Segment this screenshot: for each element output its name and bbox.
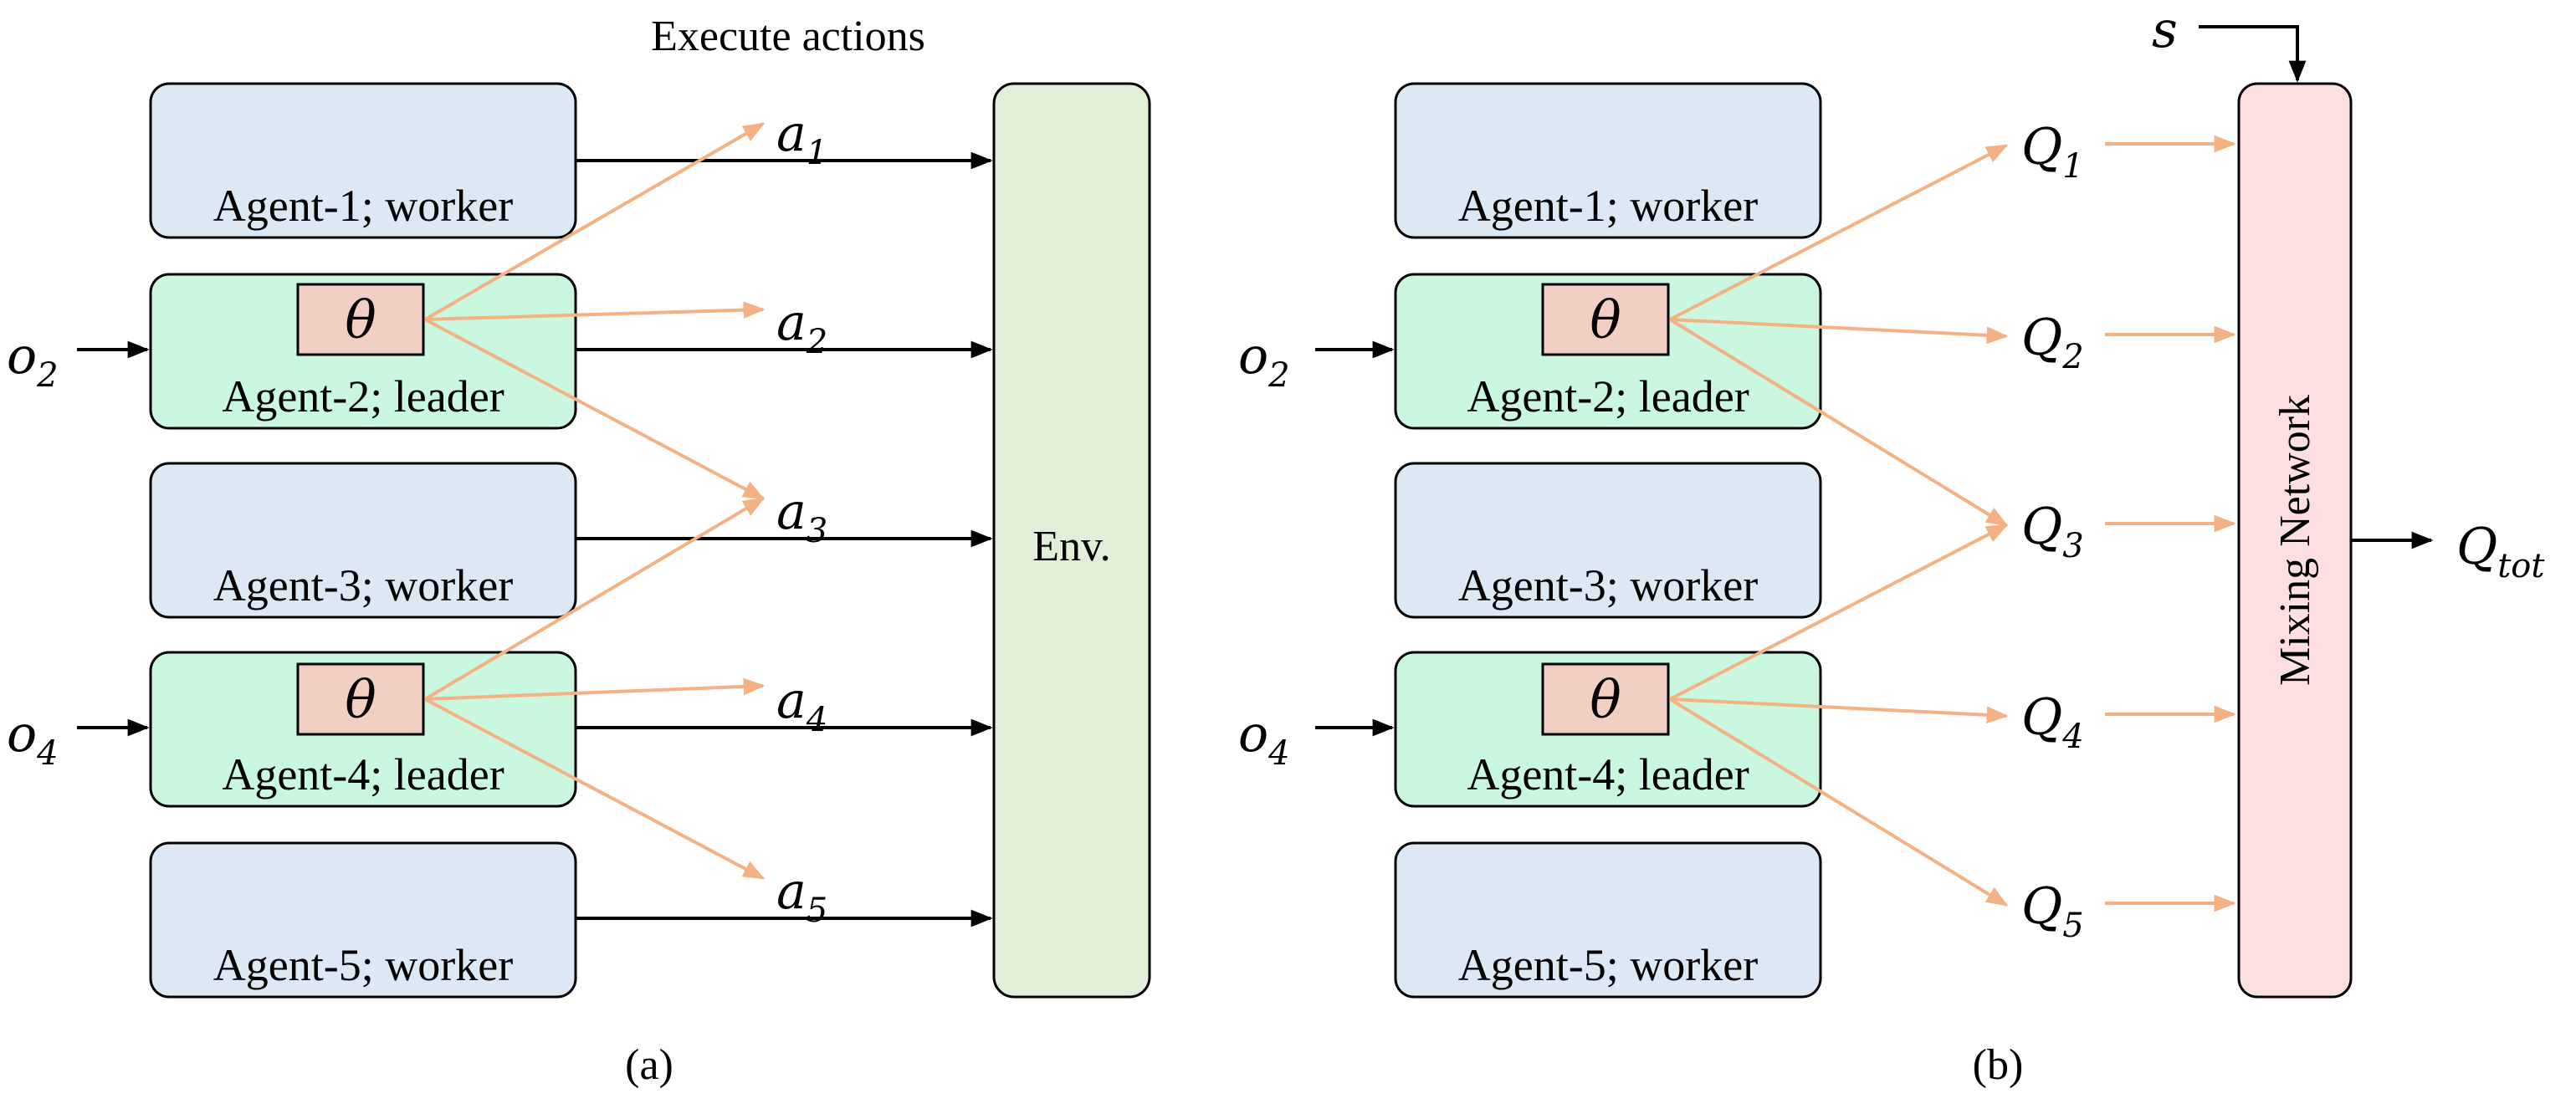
action-a5: a5	[776, 862, 827, 930]
theta-symbol: θ	[1590, 289, 1621, 350]
action-labels: a1 a2 a3 a4 a5	[776, 105, 827, 930]
q-labels: Q1 Q2 Q3 Q4 Q5	[2021, 118, 2084, 945]
agent-label: Agent-4; leader	[1467, 749, 1749, 800]
q-value-4: Q4	[2021, 688, 2084, 756]
q-value-1: Q1	[2021, 118, 2084, 186]
agent-box-3: Agent-3; worker	[149, 462, 577, 619]
state-symbol: s	[2152, 1, 2178, 59]
panel-a-caption: (a)	[625, 1041, 673, 1089]
action-a2: a2	[776, 294, 827, 361]
svg-text:o2: o2	[7, 327, 59, 395]
state-input: s	[2152, 1, 2307, 83]
agent-label: Agent-5; worker	[1458, 940, 1758, 990]
agent-box-1: Agent-1; worker	[1394, 82, 1822, 239]
agent-box-3: Agent-3; worker	[1394, 462, 1822, 619]
agent-label: Agent-2; leader	[1467, 371, 1749, 422]
theta-symbol: θ	[1590, 669, 1621, 730]
theta-symbol: θ	[345, 669, 376, 730]
panel-b-caption: (b)	[1973, 1041, 2024, 1089]
panel-a: Execute actions Agent-1; worker Agent-2;…	[7, 13, 1151, 1089]
agent-label: Agent-3; worker	[1458, 560, 1758, 611]
agent-label: Agent-3; worker	[213, 560, 513, 611]
agent-box-5: Agent-5; worker	[149, 841, 577, 999]
observation-o4: o4	[7, 705, 150, 773]
action-arrows	[576, 151, 993, 927]
action-a4: a4	[776, 672, 827, 739]
svg-text:o2: o2	[1238, 327, 1290, 395]
policy-arrows	[423, 122, 766, 880]
panel-b: Agent-1; worker Agent-2; leader Agent-3;…	[1238, 1, 2545, 1089]
panel-a-heading: Execute actions	[651, 13, 925, 60]
observation-o2: o2	[1238, 327, 1395, 395]
env-label: Env.	[1032, 523, 1110, 570]
observation-o2: o2	[7, 327, 150, 395]
theta-symbol: θ	[345, 289, 376, 350]
agent-label: Agent-1; worker	[1458, 181, 1758, 231]
q-value-3: Q3	[2021, 498, 2084, 565]
action-a1: a1	[776, 105, 827, 172]
output-q-tot: Qtot	[2351, 518, 2545, 585]
q-value-2: Q2	[2021, 309, 2084, 376]
mixer-label: Mixing Network	[2271, 395, 2319, 686]
svg-text:o4: o4	[7, 705, 59, 773]
agent-box-5: Agent-5; worker	[1394, 841, 1822, 999]
theta-box-agent-2: θ	[1541, 283, 1670, 356]
q-value-5: Q5	[2021, 877, 2084, 945]
mixing-network-block: Mixing Network	[2237, 82, 2353, 999]
action-a3: a3	[776, 483, 827, 550]
q-tot-label: Qtot	[2456, 518, 2545, 585]
agent-label: Agent-5; worker	[213, 940, 513, 990]
svg-text:o4: o4	[1238, 705, 1290, 773]
agent-box-1: Agent-1; worker	[149, 82, 577, 239]
agent-label: Agent-1; worker	[213, 181, 513, 231]
env-block: Env.	[992, 82, 1151, 999]
theta-box-agent-4: θ	[1541, 662, 1670, 736]
theta-box-agent-4: θ	[296, 662, 425, 736]
agent-label: Agent-4; leader	[222, 749, 504, 800]
agent-label: Agent-2; leader	[222, 371, 504, 422]
theta-box-agent-2: θ	[296, 283, 425, 356]
observation-o4: o4	[1238, 705, 1395, 773]
q-arrows	[1668, 135, 2236, 912]
